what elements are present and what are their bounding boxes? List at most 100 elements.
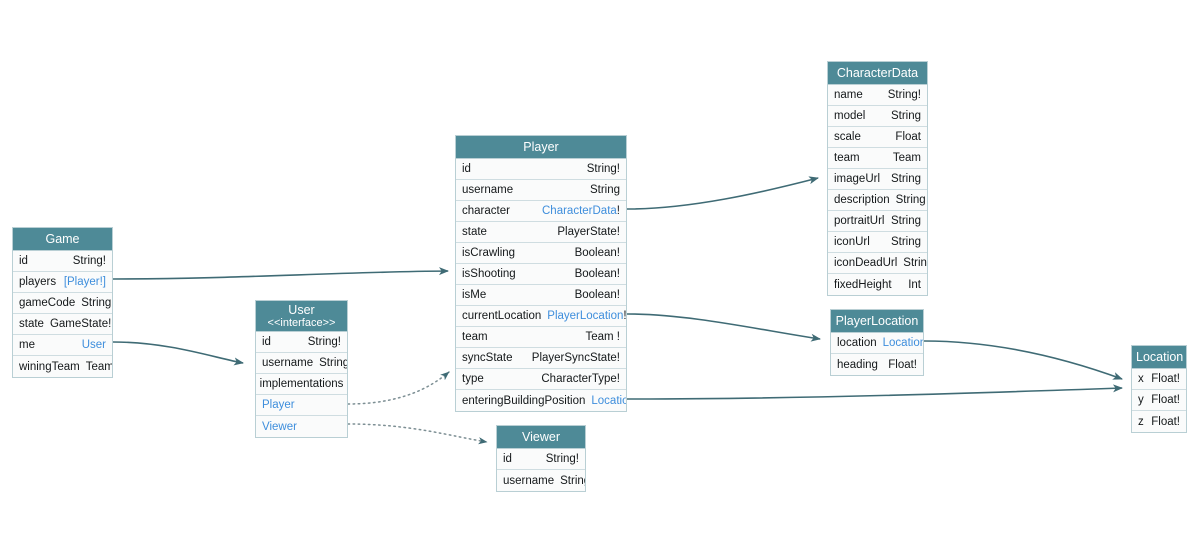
field-name: model: [834, 110, 866, 123]
field-row[interactable]: description String: [828, 190, 927, 212]
field-row[interactable]: isCrawling Boolean!: [456, 243, 626, 265]
entity-user-title: User <<interface>>: [256, 301, 347, 333]
field-row[interactable]: scale Float: [828, 127, 927, 149]
field-row[interactable]: iconDeadUrl String: [828, 253, 927, 275]
field-row[interactable]: id String!: [456, 159, 626, 181]
field-name: imageUrl: [834, 173, 881, 186]
field-row[interactable]: y Float!: [1132, 390, 1186, 412]
field-name: type: [462, 373, 484, 386]
entity-user[interactable]: User <<interface>> id String! username S…: [255, 300, 348, 439]
field-name: enteringBuildingPosition: [462, 394, 586, 407]
entity-game[interactable]: Game id String! players [Player!] gameCo…: [12, 227, 113, 379]
field-type-link[interactable]: Location: [591, 394, 626, 407]
field-name: id: [462, 163, 471, 176]
field-name: team: [834, 152, 860, 165]
field-type: String!: [307, 336, 341, 349]
field-type: Float!: [1151, 394, 1180, 407]
entity-viewer[interactable]: Viewer id String! username String: [496, 425, 586, 493]
entity-player-location[interactable]: PlayerLocation location Location! headin…: [830, 309, 924, 377]
field-row[interactable]: players [Player!]: [13, 272, 112, 294]
field-type-link[interactable]: PlayerLocation: [547, 310, 624, 323]
field-row[interactable]: winingTeam Team: [13, 356, 112, 378]
field-row[interactable]: z Float!: [1132, 411, 1186, 433]
entity-player-title: Player: [456, 136, 626, 160]
entity-user-stereotype: <<interface>>: [267, 317, 336, 330]
field-type: Float!: [1151, 373, 1180, 386]
field-type: Float: [895, 131, 921, 144]
field-type-link[interactable]: [Player!]: [63, 276, 106, 289]
field-type: String: [895, 194, 926, 207]
field-type-link[interactable]: CharacterData: [542, 205, 617, 218]
entity-user-name: User: [288, 303, 315, 317]
entity-player[interactable]: Player id String! username String charac…: [455, 135, 627, 413]
field-type: String!: [586, 163, 620, 176]
field-name: username: [503, 474, 555, 487]
edge-player-character-to-characterdata: [626, 176, 819, 210]
field-row[interactable]: type CharacterType!: [456, 369, 626, 391]
field-row[interactable]: isShooting Boolean!: [456, 264, 626, 286]
field-row[interactable]: username String: [456, 180, 626, 202]
field-row[interactable]: iconUrl String: [828, 232, 927, 254]
field-type: CharacterType!: [541, 373, 620, 386]
field-type: String: [903, 257, 927, 270]
field-row[interactable]: id String!: [13, 251, 112, 273]
field-name: team: [462, 331, 488, 344]
implementation-link-viewer[interactable]: Viewer: [262, 420, 297, 433]
implementation-link-player[interactable]: Player: [262, 399, 295, 412]
field-name: portraitUrl: [834, 215, 885, 228]
field-type-link[interactable]: Location: [882, 337, 923, 350]
field-type: GameState!: [49, 318, 112, 331]
field-row[interactable]: heading Float!: [831, 354, 923, 376]
field-type: String: [890, 173, 921, 186]
field-row[interactable]: isMe Boolean!: [456, 285, 626, 307]
field-name: name: [834, 89, 863, 102]
field-type: String!: [72, 255, 106, 268]
field-row[interactable]: fixedHeight Int: [828, 274, 927, 296]
field-name: syncState: [462, 352, 513, 365]
field-type: String: [589, 184, 620, 197]
entity-character-data[interactable]: CharacterData name String! model String …: [827, 61, 928, 297]
field-name: y: [1138, 394, 1144, 407]
field-name: z: [1138, 415, 1144, 428]
edge-game-players-to-player: [112, 267, 449, 280]
field-name: id: [19, 255, 28, 268]
entity-location[interactable]: Location x Float! y Float! z Float!: [1131, 345, 1187, 434]
field-type: CharacterData!: [542, 205, 620, 217]
field-row[interactable]: me User: [13, 335, 112, 357]
field-row[interactable]: id String!: [256, 332, 347, 354]
field-row[interactable]: team Team !: [456, 327, 626, 349]
field-row[interactable]: name String!: [828, 85, 927, 107]
field-type: String!: [81, 297, 112, 310]
field-name: description: [834, 194, 890, 207]
implementation-row[interactable]: Player: [256, 395, 347, 417]
field-row[interactable]: username String: [256, 353, 347, 375]
field-row[interactable]: state GameState!: [13, 314, 112, 336]
edge-game-me-to-user: [112, 341, 244, 366]
field-name: state: [19, 318, 44, 331]
field-row[interactable]: enteringBuildingPosition Location: [456, 390, 626, 412]
field-row[interactable]: x Float!: [1132, 369, 1186, 391]
edge-playerlocation-location-to-location: [923, 340, 1123, 380]
field-row[interactable]: currentLocation PlayerLocation!: [456, 306, 626, 328]
field-name: currentLocation: [462, 310, 542, 323]
field-type: String: [890, 215, 921, 228]
entity-location-title: Location: [1132, 346, 1186, 370]
implementation-row[interactable]: Viewer: [256, 416, 347, 438]
field-row[interactable]: model String: [828, 106, 927, 128]
field-type-link[interactable]: User: [81, 339, 106, 352]
field-row[interactable]: id String!: [497, 449, 585, 471]
field-name: fixedHeight: [834, 278, 892, 291]
field-row[interactable]: team Team: [828, 148, 927, 170]
field-row[interactable]: character CharacterData!: [456, 201, 626, 223]
field-row[interactable]: syncState PlayerSyncState!: [456, 348, 626, 370]
field-name: gameCode: [19, 297, 76, 310]
field-type: String!: [887, 89, 921, 102]
field-row[interactable]: location Location!: [831, 333, 923, 355]
field-row[interactable]: portraitUrl String: [828, 211, 927, 233]
field-row[interactable]: gameCode String!: [13, 293, 112, 315]
field-type: String: [890, 110, 921, 123]
entity-viewer-title: Viewer: [497, 426, 585, 450]
field-row[interactable]: state PlayerState!: [456, 222, 626, 244]
field-row[interactable]: username String: [497, 470, 585, 492]
field-row[interactable]: imageUrl String: [828, 169, 927, 191]
